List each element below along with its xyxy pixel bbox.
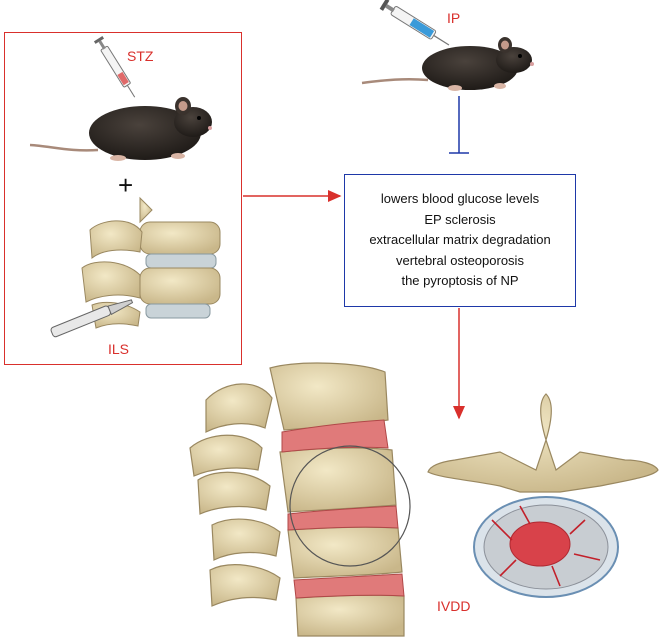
effect-item: the pyroptosis of NP: [401, 273, 519, 289]
ils-spine-icon: [50, 196, 221, 338]
ivdd-cross-section-illustration: [427, 393, 659, 598]
ip-label: IP: [447, 10, 461, 26]
stz-syringe-icon: [93, 36, 136, 98]
inhibition-connector: [449, 96, 469, 154]
effect-item: vertebral osteoporosis: [396, 252, 524, 268]
plus-sign: +: [118, 170, 134, 200]
effect-item: lowers blood glucose levels: [380, 191, 540, 207]
effect-item: extracellular matrix degradation: [369, 232, 551, 248]
ils-label: ILS: [108, 341, 130, 357]
ivdd-label: IVDD: [437, 598, 471, 614]
ip-syringe-icon: [379, 0, 450, 46]
ils-stz-model-box: [4, 32, 242, 365]
stz-label: STZ: [127, 48, 154, 64]
effects-box: lowers blood glucose levels EP sclerosis…: [344, 174, 576, 307]
ivdd-spine-illustration: [189, 362, 411, 637]
ip-mouse-icon: [361, 37, 534, 91]
stz-mouse-icon: [29, 97, 212, 161]
effect-item: EP sclerosis: [424, 211, 496, 227]
